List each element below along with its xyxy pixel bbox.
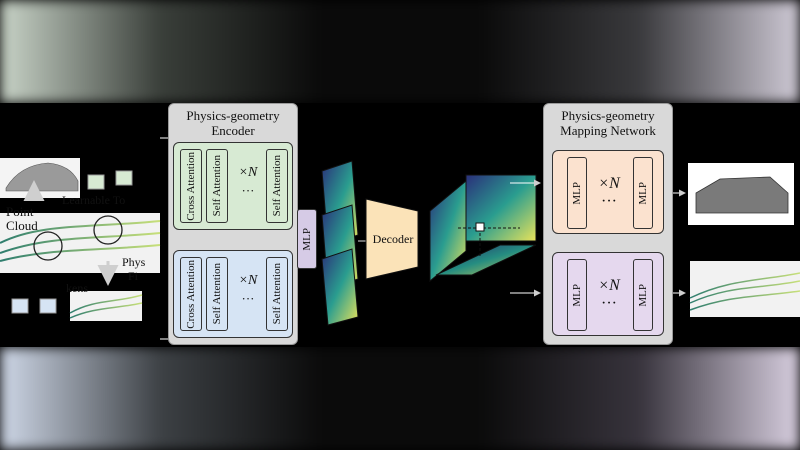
- mapping-top-block: MLP ×N ··· MLP: [552, 150, 664, 234]
- mlp-block: MLP: [633, 259, 653, 331]
- self-attention-block: Self Attention: [266, 149, 288, 223]
- point-cloud-label-line2: Cloud: [6, 218, 38, 233]
- self-attention-block: Self Attention: [206, 257, 228, 331]
- ellipsis: ···: [601, 295, 617, 312]
- ellipsis: ···: [601, 193, 617, 210]
- learnable-token-cube: [115, 170, 133, 186]
- physics-field-label: Phys Fi: [122, 255, 160, 283]
- physics-token-cube: [11, 298, 29, 314]
- physics-field-image: [0, 213, 161, 273]
- encoder-title-line1: Physics-geometry: [186, 108, 280, 123]
- encoder-bottom-block: Cross Attention Self Attention ×N ··· Se…: [173, 250, 293, 338]
- architecture-diagram: Point Cloud Learnable To Phys Fi kens Ph…: [0, 103, 800, 347]
- ellipsis: ···: [241, 183, 255, 198]
- mapping-title: Physics-geometry Mapping Network: [544, 108, 672, 138]
- times-n-label: ×N: [598, 277, 620, 294]
- latent-field-stack: [321, 160, 359, 326]
- physics-token-cube: [39, 298, 57, 314]
- ellipsis: ···: [241, 291, 255, 306]
- cross-attention-block: Cross Attention: [180, 149, 202, 223]
- output-car-voxel-image: [688, 163, 794, 225]
- mlp-block: MLP: [633, 157, 653, 229]
- cross-attention-block: Cross Attention: [180, 257, 202, 331]
- encoder-title-line2: Encoder: [211, 123, 255, 138]
- encoder-top-block: Cross Attention Self Attention ×N ··· Se…: [173, 142, 293, 230]
- times-n-label: ×N: [598, 175, 620, 192]
- encoder-panel: Physics-geometry Encoder Cross Attention…: [168, 103, 298, 345]
- field-planes-3d: [429, 174, 537, 283]
- decoder-label: Decoder: [372, 232, 414, 246]
- physics-label-line2: Fi: [128, 269, 139, 283]
- self-attention-block: Self Attention: [266, 257, 288, 331]
- connector-layer: [0, 137, 800, 340]
- blurred-background-top: [0, 0, 800, 103]
- decoder-shape: [365, 198, 419, 280]
- times-n-label: ×N: [238, 165, 258, 180]
- encoder-mlp-block: MLP: [297, 209, 317, 269]
- mapping-network-panel: Physics-geometry Mapping Network MLP ×N …: [543, 103, 673, 345]
- physics-tokens-label: kens: [66, 281, 88, 295]
- mapping-title-line2: Mapping Network: [560, 123, 656, 138]
- learnable-token-cube: [87, 174, 105, 190]
- output-flow-image: [689, 261, 800, 317]
- times-n-label: ×N: [238, 273, 258, 288]
- encoder-title: Physics-geometry Encoder: [169, 108, 297, 138]
- mapping-title-line1: Physics-geometry: [561, 108, 655, 123]
- blurred-background-bottom: [0, 347, 800, 450]
- mlp-block: MLP: [567, 259, 587, 331]
- mapping-bottom-block: MLP ×N ··· MLP: [552, 252, 664, 336]
- learnable-tokens-label: Learnable To: [62, 193, 126, 207]
- self-attention-block: Self Attention: [206, 149, 228, 223]
- point-cloud-label-line1: Point: [6, 204, 34, 219]
- physics-label-line1: Phys: [122, 255, 146, 269]
- point-cloud-image: [0, 158, 80, 198]
- flow-streamline-thumb: [69, 291, 143, 321]
- mlp-block: MLP: [567, 157, 587, 229]
- point-cloud-label: Point Cloud: [6, 205, 38, 233]
